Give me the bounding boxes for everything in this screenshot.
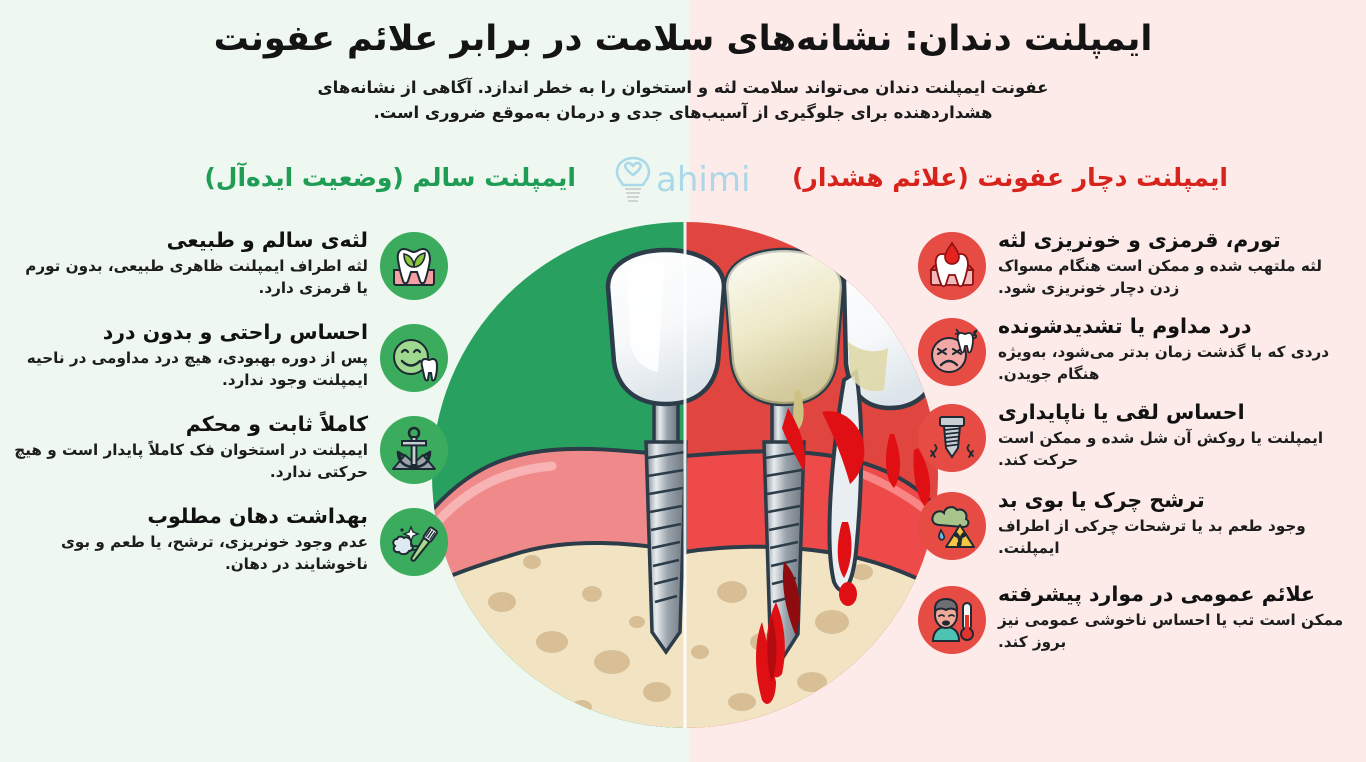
- list-item-desc: وجود طعم بد یا ترشحات چرکی از اطراف ایمپ…: [998, 517, 1306, 557]
- list-item-text: لثه‌ی سالم و طبیعی لثه اطراف ایمپلنت ظاه…: [8, 228, 368, 299]
- smiling-face-tooth-icon: [380, 324, 448, 392]
- section-heading-infected: ایمپلنت دچار عفونت (علائم هشدار): [792, 163, 1228, 192]
- page-subtitle: عفونت ایمپلنت دندان می‌تواند سلامت لثه و…: [317, 77, 1049, 123]
- pain-face-icon: [918, 318, 986, 386]
- list-item-desc: ایمپلنت در استخوان فک کاملاً پایدار است …: [14, 441, 368, 481]
- list-item[interactable]: بهداشت دهان مطلوب عدم وجود خونریزی، ترشح…: [8, 504, 448, 576]
- watermark-logo: ahimi: [612, 152, 792, 208]
- list-item-desc: ایمپلنت یا روکش آن شل شده و ممکن است حرک…: [998, 429, 1324, 469]
- list-item-title: تورم، قرمزی و خونریزی لثه: [998, 228, 1281, 252]
- loose-screw-icon: [918, 404, 986, 472]
- implant-cross-section-illustration: [432, 222, 938, 728]
- page-title: ایمپلنت دندان: نشانه‌های سلامت در برابر …: [213, 19, 1153, 59]
- list-item-title: درد مداوم یا تشدیدشونده: [998, 314, 1252, 338]
- list-item-title: ترشح چرک یا بوی بد: [998, 488, 1205, 512]
- list-item-title: کاملاً ثابت و محکم: [185, 412, 368, 436]
- list-item-desc: لثه اطراف ایمپلنت ظاهری طبیعی، بدون تورم…: [25, 257, 368, 297]
- list-item-text: احساس راحتی و بدون درد پس از دوره بهبودی…: [8, 320, 368, 391]
- list-item[interactable]: ترشح چرک یا بوی بد وجود طعم بد یا ترشحات…: [918, 488, 1358, 560]
- list-item-text: بهداشت دهان مطلوب عدم وجود خونریزی، ترشح…: [8, 504, 368, 575]
- list-item[interactable]: احساس راحتی و بدون درد پس از دوره بهبودی…: [8, 320, 448, 392]
- list-item-desc: پس از دوره بهبودی، هیچ درد مداومی در ناح…: [26, 349, 368, 389]
- bleeding-tooth-icon: [918, 232, 986, 300]
- healthy-gum-tooth-leaf-icon: [380, 232, 448, 300]
- list-item-text: درد مداوم یا تشدیدشونده دردی که با گذشت …: [998, 314, 1358, 385]
- list-item-text: کاملاً ثابت و محکم ایمپلنت در استخوان فک…: [8, 412, 368, 483]
- list-item-title: لثه‌ی سالم و طبیعی: [166, 228, 368, 252]
- list-item-title: بهداشت دهان مطلوب: [147, 504, 368, 528]
- list-item-desc: لثه ملتهب شده و ممکن است هنگام مسواک زدن…: [998, 257, 1322, 297]
- watermark-text: ahimi: [656, 160, 751, 200]
- healthy-items-column: لثه‌ی سالم و طبیعی لثه اطراف ایمپلنت ظاه…: [8, 228, 448, 592]
- fever-sick-person-icon: [918, 586, 986, 654]
- list-item-text: ترشح چرک یا بوی بد وجود طعم بد یا ترشحات…: [998, 488, 1358, 559]
- list-item-title: احساس لقی یا ناپایداری: [998, 400, 1245, 424]
- list-item[interactable]: احساس لقی یا ناپایداری ایمپلنت یا روکش آ…: [918, 400, 1358, 472]
- anchor-stability-icon: [380, 416, 448, 484]
- list-item[interactable]: لثه‌ی سالم و طبیعی لثه اطراف ایمپلنت ظاه…: [8, 228, 448, 300]
- list-item-text: علائم عمومی در موارد پیشرفته ممکن است تب…: [998, 582, 1358, 653]
- list-item[interactable]: علائم عمومی در موارد پیشرفته ممکن است تب…: [918, 582, 1358, 654]
- list-item-desc: ممکن است تب یا احساس ناخوشی عمومی نیز بر…: [998, 611, 1344, 651]
- header: ایمپلنت دندان: نشانه‌های سلامت در برابر …: [0, 0, 1366, 126]
- toothbrush-fresh-breath-icon: [380, 508, 448, 576]
- list-item[interactable]: کاملاً ثابت و محکم ایمپلنت در استخوان فک…: [8, 412, 448, 484]
- list-item-text: تورم، قرمزی و خونریزی لثه لثه ملتهب شده …: [998, 228, 1358, 299]
- list-item-text: احساس لقی یا ناپایداری ایمپلنت یا روکش آ…: [998, 400, 1358, 471]
- list-item[interactable]: تورم، قرمزی و خونریزی لثه لثه ملتهب شده …: [918, 228, 1358, 300]
- list-item-desc: دردی که با گذشت زمان بدتر می‌شود، به‌ویژ…: [998, 343, 1330, 383]
- list-item-title: علائم عمومی در موارد پیشرفته: [998, 582, 1316, 606]
- bad-odor-biohazard-icon: [918, 492, 986, 560]
- list-item[interactable]: درد مداوم یا تشدیدشونده دردی که با گذشت …: [918, 314, 1358, 386]
- section-heading-healthy: ایمپلنت سالم (وضعیت ایده‌آل): [204, 163, 576, 192]
- implant-anatomy-graphic: [432, 222, 938, 728]
- dental-implant-logo-icon: [615, 156, 651, 202]
- infected-items-column: تورم، قرمزی و خونریزی لثه لثه ملتهب شده …: [918, 228, 1358, 670]
- list-item-desc: عدم وجود خونریزی، ترشح، یا طعم و بوی ناخ…: [60, 533, 368, 573]
- list-item-title: احساس راحتی و بدون درد: [102, 320, 368, 344]
